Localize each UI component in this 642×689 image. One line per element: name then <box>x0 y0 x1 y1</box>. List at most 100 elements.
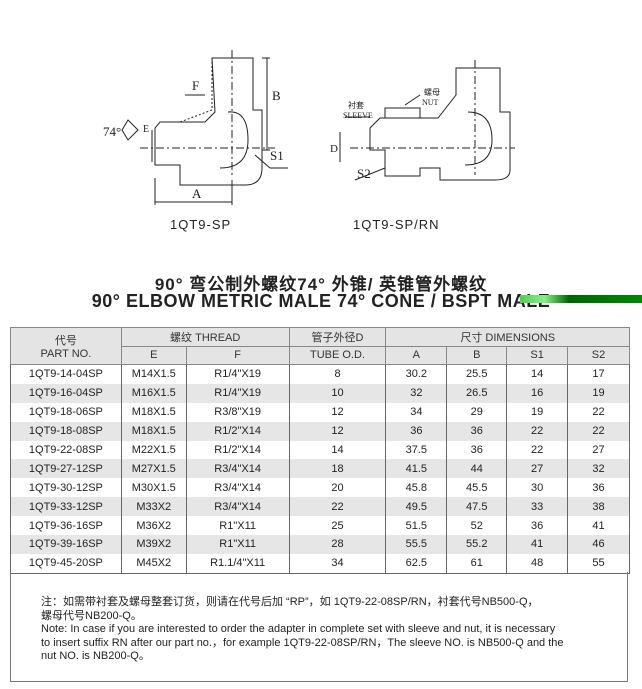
header-s2: S2 <box>567 345 630 365</box>
header-a: A <box>385 345 448 365</box>
drawing-1qt9-sp-rn: 螺母 NUT 衬套 SLEEVE D S2 <box>330 60 515 181</box>
table-cell: M30X1.5 <box>120 478 187 498</box>
table-cell: 41.5 <box>385 459 448 479</box>
note-cn-line: 注：如需带衬套及螺母整套订货，则请在代号后加 “RP”，如 1QT9-22-08… <box>41 596 539 608</box>
table-cell: 33 <box>506 497 569 517</box>
table-cell: 1QT9-45-20SP <box>10 553 122 574</box>
table-cell: 1QT9-33-12SP <box>10 497 122 517</box>
header-s1: S1 <box>506 345 569 365</box>
table-cell: M16X1.5 <box>120 383 187 403</box>
svg-text:74°: 74° <box>103 124 121 139</box>
table-cell: R3/4"X14 <box>185 497 290 517</box>
table-cell: 14 <box>288 440 387 460</box>
header-b: B <box>446 345 508 365</box>
table-cell: 1QT9-39-16SP <box>10 535 122 554</box>
table-cell: 45.5 <box>446 478 508 498</box>
table-cell: 45.8 <box>385 478 448 498</box>
table-cell: M39X2 <box>120 535 187 554</box>
table-cell: 1QT9-30-12SP <box>10 478 122 498</box>
table-cell: 19 <box>567 383 630 403</box>
image-artifact-bar <box>520 295 642 303</box>
svg-text:S2: S2 <box>357 166 371 181</box>
table-cell: 22 <box>288 497 387 517</box>
table-cell: 46 <box>567 535 630 554</box>
table-cell: 22 <box>567 402 630 422</box>
table-cell: 62.5 <box>385 553 448 574</box>
table-cell: 19 <box>506 402 569 422</box>
table-cell: 29 <box>446 402 508 422</box>
table-cell: M33X2 <box>120 497 187 517</box>
svg-text:A: A <box>192 186 202 201</box>
table-cell: 55.5 <box>385 535 448 554</box>
table-cell: 25.5 <box>446 364 508 384</box>
header-tube-od: TUBE O.D. <box>288 345 387 365</box>
table-cell: 52 <box>446 516 508 536</box>
table-cell: 36 <box>446 421 508 441</box>
table-cell: 34 <box>385 402 448 422</box>
table-cell: R1.1/4"X11 <box>185 553 290 574</box>
table-cell: 30.2 <box>385 364 448 384</box>
table-cell: 22 <box>567 421 630 441</box>
note-en-line: nut NO. is NB200-Q。 <box>41 650 150 662</box>
table-cell: 12 <box>288 402 387 422</box>
table-cell: 18 <box>288 459 387 479</box>
svg-text:衬套: 衬套 <box>348 100 364 110</box>
table-cell: 36 <box>506 516 569 536</box>
table-cell: 1QT9-22-08SP <box>10 440 122 460</box>
table-cell: 41 <box>506 535 569 554</box>
table-cell: 1QT9-27-12SP <box>10 459 122 479</box>
table-cell: 55 <box>567 553 630 574</box>
table-cell: 10 <box>288 383 387 403</box>
table-cell: 1QT9-14-04SP <box>10 364 122 384</box>
table-cell: 22 <box>506 440 569 460</box>
table-cell: 34 <box>288 553 387 574</box>
table-cell: 26.5 <box>446 383 508 403</box>
table-cell: 49.5 <box>385 497 448 517</box>
table-cell: M27X1.5 <box>120 459 187 479</box>
table-cell: R1/4"X19 <box>185 364 290 384</box>
header-f: F <box>185 345 290 365</box>
table-cell: 36 <box>567 478 630 498</box>
table-cell: 1QT9-16-04SP <box>10 383 122 403</box>
title-en: 90° ELBOW METRIC MALE 74° CONE / BSPT MA… <box>91 291 551 311</box>
table-cell: R1/2"X14 <box>185 421 290 441</box>
svg-text:E: E <box>143 124 149 135</box>
table-cell: 61 <box>446 553 508 574</box>
table-cell: 41 <box>567 516 630 536</box>
header-e: E <box>120 345 187 365</box>
table-cell: M18X1.5 <box>120 402 187 422</box>
table-cell: R1"X11 <box>185 535 290 554</box>
table-cell: M45X2 <box>120 553 187 574</box>
table-cell: 47.5 <box>446 497 508 517</box>
table-cell: 16 <box>506 383 569 403</box>
table-cell: M22X1.5 <box>120 440 187 460</box>
table-cell: 20 <box>288 478 387 498</box>
table-cell: 28 <box>288 535 387 554</box>
table-cell: 44 <box>446 459 508 479</box>
table-cell: M36X2 <box>120 516 187 536</box>
table-cell: 27 <box>506 459 569 479</box>
caption-1qt9-sp-rn: 1QT9-SP/RN <box>353 217 440 232</box>
svg-text:B: B <box>272 88 281 103</box>
table-cell: 38 <box>567 497 630 517</box>
table-cell: 14 <box>506 364 569 384</box>
table-cell: R1/2"X14 <box>185 440 290 460</box>
table-cell: 1QT9-36-16SP <box>10 516 122 536</box>
fitting-drawings: F B E 74° A S1 螺母 NUT 衬套 SLEEVE D S2 <box>103 50 515 205</box>
table-cell: 22 <box>506 421 569 441</box>
table-cell: R3/8"X19 <box>185 402 290 422</box>
table-cell: M18X1.5 <box>120 421 187 441</box>
drawing-1qt9-sp: F B E 74° A S1 <box>103 50 288 205</box>
